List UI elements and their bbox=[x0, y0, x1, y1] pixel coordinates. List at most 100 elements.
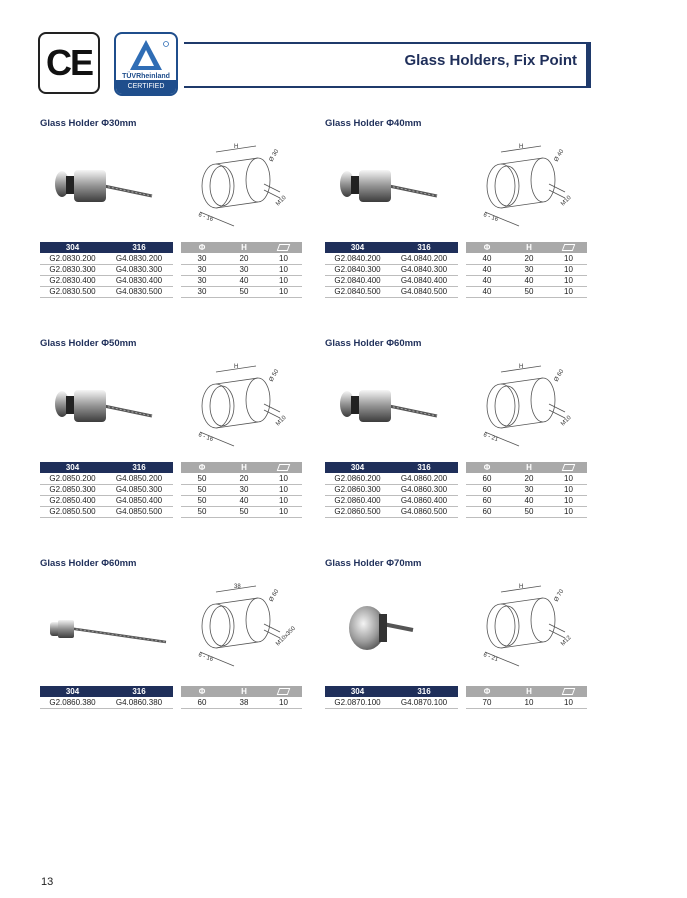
code-304: G2.0840.400 bbox=[325, 275, 390, 287]
code-304: G2.0840.500 bbox=[325, 286, 390, 298]
table-row: G2.0860.500 G4.0860.500 60 50 10 bbox=[325, 506, 587, 518]
package-qty: 10 bbox=[550, 484, 587, 496]
diameter-value: 60 bbox=[466, 506, 508, 518]
package-box-icon bbox=[276, 464, 291, 472]
diameter-value: 30 bbox=[181, 286, 223, 298]
table-row: G2.0860.200 G4.0860.200 60 20 10 bbox=[325, 473, 587, 485]
svg-text:6 - 21: 6 - 21 bbox=[482, 652, 499, 663]
product-title: Glass Holder Φ60mm bbox=[325, 338, 422, 349]
col-diameter: Φ bbox=[181, 462, 223, 473]
code-304: G2.0830.400 bbox=[40, 275, 105, 287]
svg-text:H: H bbox=[519, 364, 523, 370]
code-316: G4.0850.500 bbox=[105, 506, 173, 518]
code-316: G4.0870.100 bbox=[390, 697, 458, 709]
diameter-value: 40 bbox=[466, 286, 508, 298]
code-316: G4.0830.200 bbox=[105, 253, 173, 265]
package-qty: 10 bbox=[550, 697, 587, 709]
product-title: Glass Holder Φ40mm bbox=[325, 118, 422, 129]
col-diameter: Φ bbox=[466, 462, 508, 473]
code-304: G2.0850.500 bbox=[40, 506, 105, 518]
col-height: H bbox=[223, 686, 265, 697]
code-316: G4.0860.200 bbox=[390, 473, 458, 485]
code-316: G4.0860.300 bbox=[390, 484, 458, 496]
svg-text:Ø 70: Ø 70 bbox=[554, 588, 566, 603]
diameter-value: 50 bbox=[181, 484, 223, 496]
product-title: Glass Holder Φ70mm bbox=[325, 558, 422, 569]
code-304: G2.0860.300 bbox=[325, 484, 390, 496]
spec-table-header: 304 316 Φ H bbox=[40, 242, 302, 253]
diameter-value: 30 bbox=[181, 253, 223, 265]
code-316: G4.0830.300 bbox=[105, 264, 173, 276]
diameter-value: 60 bbox=[466, 484, 508, 496]
diameter-value: 50 bbox=[181, 506, 223, 518]
svg-text:Ø 40: Ø 40 bbox=[554, 148, 566, 163]
col-diameter: Φ bbox=[466, 242, 508, 253]
svg-text:6 - 16: 6 - 16 bbox=[197, 432, 214, 443]
spec-table: 304 316 Φ H G2.0860.380 G4.0860.380 60 3… bbox=[40, 686, 302, 709]
product-photo bbox=[333, 586, 443, 666]
code-304: G2.0840.200 bbox=[325, 253, 390, 265]
col-package bbox=[550, 686, 587, 697]
table-row: G2.0850.500 G4.0850.500 50 50 10 bbox=[40, 506, 302, 518]
col-304: 304 bbox=[40, 462, 105, 473]
product-photo bbox=[333, 146, 443, 226]
table-row: G2.0830.300 G4.0830.300 30 30 10 bbox=[40, 264, 302, 276]
svg-text:38: 38 bbox=[234, 584, 241, 590]
package-qty: 10 bbox=[550, 495, 587, 507]
code-316: G4.0840.300 bbox=[390, 264, 458, 276]
height-value: 40 bbox=[223, 495, 265, 507]
code-304: G2.0860.380 bbox=[40, 697, 105, 709]
package-qty: 10 bbox=[550, 253, 587, 265]
col-package bbox=[265, 686, 302, 697]
code-304: G2.0830.500 bbox=[40, 286, 105, 298]
package-box-icon bbox=[276, 688, 291, 696]
col-height: H bbox=[508, 242, 550, 253]
package-qty: 10 bbox=[265, 484, 302, 496]
svg-text:6 - 21: 6 - 21 bbox=[482, 432, 499, 443]
code-316: G4.0840.500 bbox=[390, 286, 458, 298]
technical-drawing: H Ø 60 6 - 21 M10 bbox=[465, 360, 591, 452]
spec-table: 304 316 Φ H G2.0870.100 G4.0870.100 70 1… bbox=[325, 686, 587, 709]
technical-drawing: H Ø 70 6 - 21 M12 bbox=[465, 580, 591, 672]
col-316: 316 bbox=[390, 462, 458, 473]
product-photo bbox=[48, 366, 158, 446]
page-title: Glass Holders, Fix Point bbox=[404, 52, 577, 69]
code-304: G2.0860.200 bbox=[325, 473, 390, 485]
height-value: 30 bbox=[508, 484, 550, 496]
package-qty: 10 bbox=[550, 506, 587, 518]
package-qty: 10 bbox=[265, 286, 302, 298]
col-316: 316 bbox=[105, 242, 173, 253]
package-qty: 10 bbox=[265, 253, 302, 265]
col-diameter: Φ bbox=[466, 686, 508, 697]
spec-table-header: 304 316 Φ H bbox=[325, 242, 587, 253]
diameter-value: 40 bbox=[466, 275, 508, 287]
svg-text:6 - 16: 6 - 16 bbox=[482, 212, 499, 223]
code-304: G2.0870.100 bbox=[325, 697, 390, 709]
diameter-value: 30 bbox=[181, 275, 223, 287]
height-value: 30 bbox=[223, 484, 265, 496]
diameter-value: 30 bbox=[181, 264, 223, 276]
package-box-icon bbox=[561, 464, 576, 472]
col-304: 304 bbox=[40, 686, 105, 697]
diameter-value: 50 bbox=[181, 473, 223, 485]
height-value: 30 bbox=[223, 264, 265, 276]
code-316: G4.0860.380 bbox=[105, 697, 173, 709]
package-qty: 10 bbox=[265, 495, 302, 507]
table-row: G2.0860.300 G4.0860.300 60 30 10 bbox=[325, 484, 587, 496]
col-height: H bbox=[508, 462, 550, 473]
height-value: 30 bbox=[508, 264, 550, 276]
col-304: 304 bbox=[40, 242, 105, 253]
table-row: G2.0850.400 G4.0850.400 50 40 10 bbox=[40, 495, 302, 507]
code-304: G2.0850.400 bbox=[40, 495, 105, 507]
code-316: G4.0850.400 bbox=[105, 495, 173, 507]
height-value: 50 bbox=[223, 506, 265, 518]
code-304: G2.0850.300 bbox=[40, 484, 105, 496]
table-row: G2.0840.300 G4.0840.300 40 30 10 bbox=[325, 264, 587, 276]
code-316: G4.0830.400 bbox=[105, 275, 173, 287]
package-qty: 10 bbox=[550, 286, 587, 298]
ce-mark-logo: CE bbox=[38, 32, 100, 94]
code-304: G2.0830.300 bbox=[40, 264, 105, 276]
height-value: 50 bbox=[223, 286, 265, 298]
code-316: G4.0850.300 bbox=[105, 484, 173, 496]
height-value: 40 bbox=[223, 275, 265, 287]
